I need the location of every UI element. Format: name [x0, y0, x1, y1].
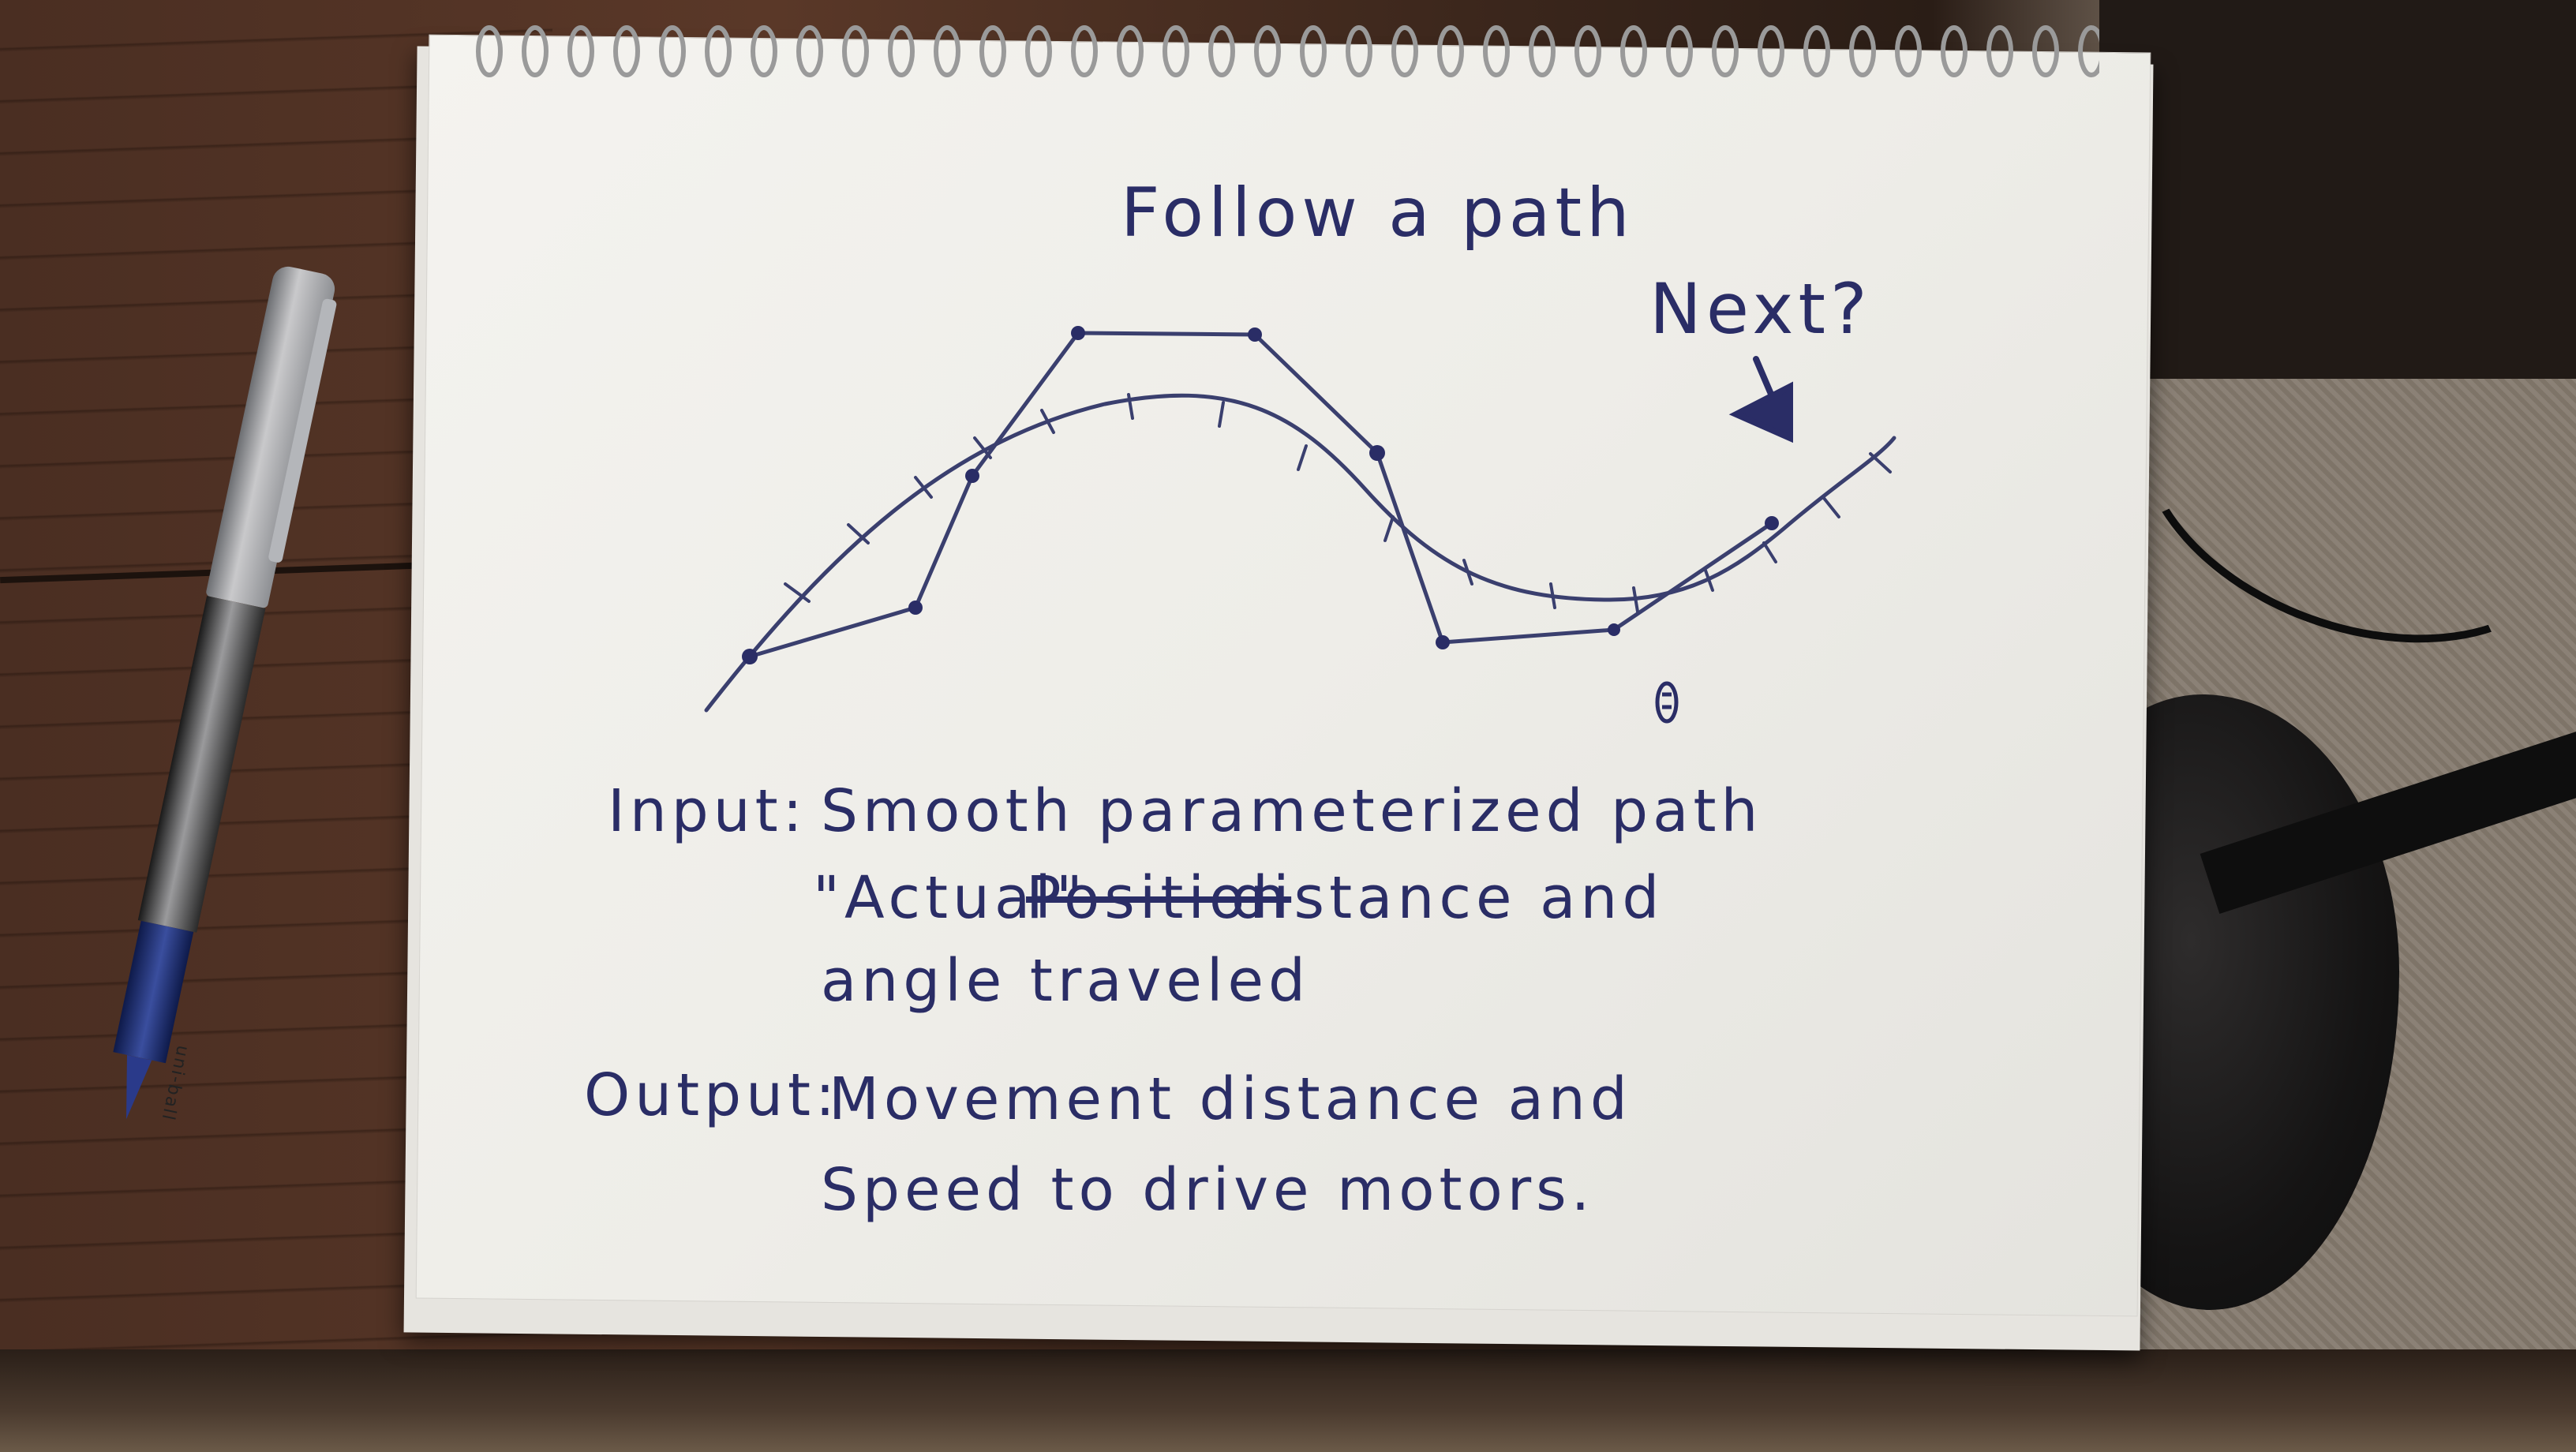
spiral-coil: [1574, 25, 1601, 77]
spiral-coil: [1666, 25, 1693, 77]
spiral-coil: [1712, 25, 1739, 77]
spiral-coil: [1071, 25, 1098, 77]
spiral-coil: [842, 25, 869, 77]
output-line-2: Speed to drive motors.: [821, 1156, 1595, 1224]
waypoint-path: [747, 331, 1774, 659]
next-annotation: Next?: [1649, 268, 1872, 350]
input-line-3: angle traveled: [821, 947, 1310, 1015]
spiral-coil: [1391, 25, 1418, 77]
waypoint-dots: [742, 326, 1779, 664]
distance-ticks: [784, 393, 1892, 613]
input-line-2-end: distance and: [1231, 864, 1664, 932]
output-line-1: Movement distance and: [829, 1065, 1632, 1133]
spiral-coil: [751, 25, 777, 77]
next-arrow-icon: [1728, 356, 1793, 443]
input-line-2-start: "Actual": [813, 864, 1088, 932]
spiral-coil: [659, 25, 686, 77]
smooth-path-curve: [704, 393, 1896, 713]
spiral-coil: [1803, 25, 1830, 77]
spiral-coil: [567, 25, 594, 77]
spiral-coil: [1346, 25, 1372, 77]
spiral-coil: [1163, 25, 1189, 77]
spiral-coil: [888, 25, 915, 77]
spiral-coil: [2032, 25, 2059, 77]
spiral-coil: [1117, 25, 1144, 77]
spiral-coil: [1849, 25, 1876, 77]
spiral-coil: [705, 25, 732, 77]
output-label: Output:: [584, 1061, 840, 1129]
page-title: Follow a path: [1121, 174, 1634, 253]
spiral-coil: [1895, 25, 1922, 77]
pen-tip: [114, 1055, 152, 1122]
input-line-1: Smooth parameterized path: [821, 777, 1763, 845]
spiral-coil: [1529, 25, 1556, 77]
spiral-coil: [1986, 25, 2013, 77]
pen-grip: [113, 920, 194, 1064]
crossed-out-word: Position: [1026, 864, 1292, 932]
floor-edge: [0, 1349, 2576, 1452]
spiral-coil: [934, 25, 960, 77]
spiral-coil: [1620, 25, 1647, 77]
spiral-coil: [2078, 25, 2099, 77]
spiral-binding: [476, 25, 2099, 77]
spiral-coil: [1437, 25, 1464, 77]
input-label: Input:: [608, 777, 807, 845]
spiral-coil: [613, 25, 640, 77]
spiral-coil: [1941, 25, 1968, 77]
spiral-coil: [1483, 25, 1510, 77]
spiral-coil: [979, 25, 1006, 77]
spiral-coil: [1208, 25, 1235, 77]
spiral-coil: [476, 25, 503, 77]
spiral-coil: [1758, 25, 1784, 77]
spiral-coil: [1254, 25, 1281, 77]
spiral-coil: [1300, 25, 1327, 77]
spiral-coil: [1025, 25, 1052, 77]
spiral-coil: [522, 25, 549, 77]
dark-furniture: [2099, 0, 2576, 395]
robot-marker-icon: [1655, 681, 1679, 724]
spiral-coil: [796, 25, 823, 77]
